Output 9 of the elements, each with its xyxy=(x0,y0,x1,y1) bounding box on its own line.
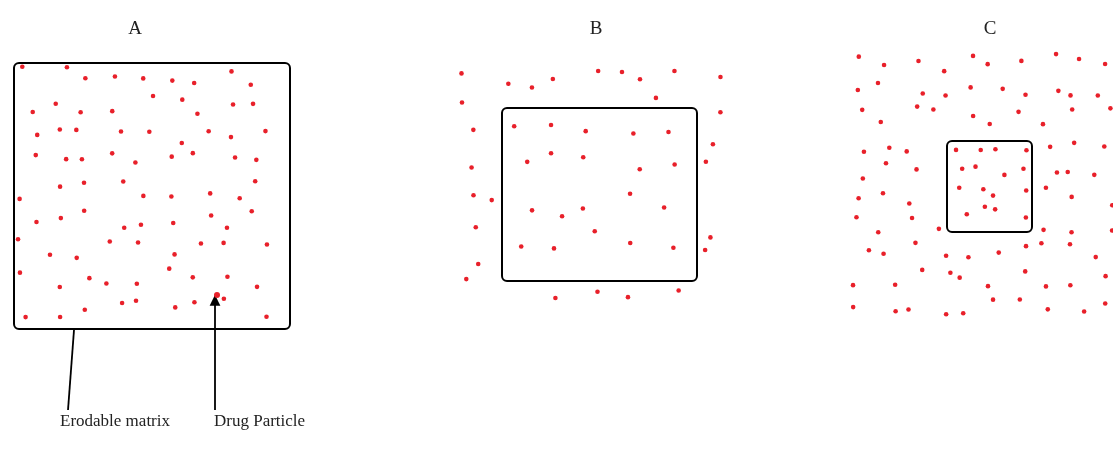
panel-label: C xyxy=(982,16,998,40)
panel-label: A xyxy=(127,16,143,40)
matrix-box xyxy=(501,107,698,282)
callout-label: Erodable matrix xyxy=(60,410,170,460)
leader-line xyxy=(67,329,75,411)
matrix-box xyxy=(946,140,1033,233)
matrix-box xyxy=(13,62,291,330)
panel-label: B xyxy=(588,16,604,40)
callout-label: Drug Particle xyxy=(214,410,314,460)
